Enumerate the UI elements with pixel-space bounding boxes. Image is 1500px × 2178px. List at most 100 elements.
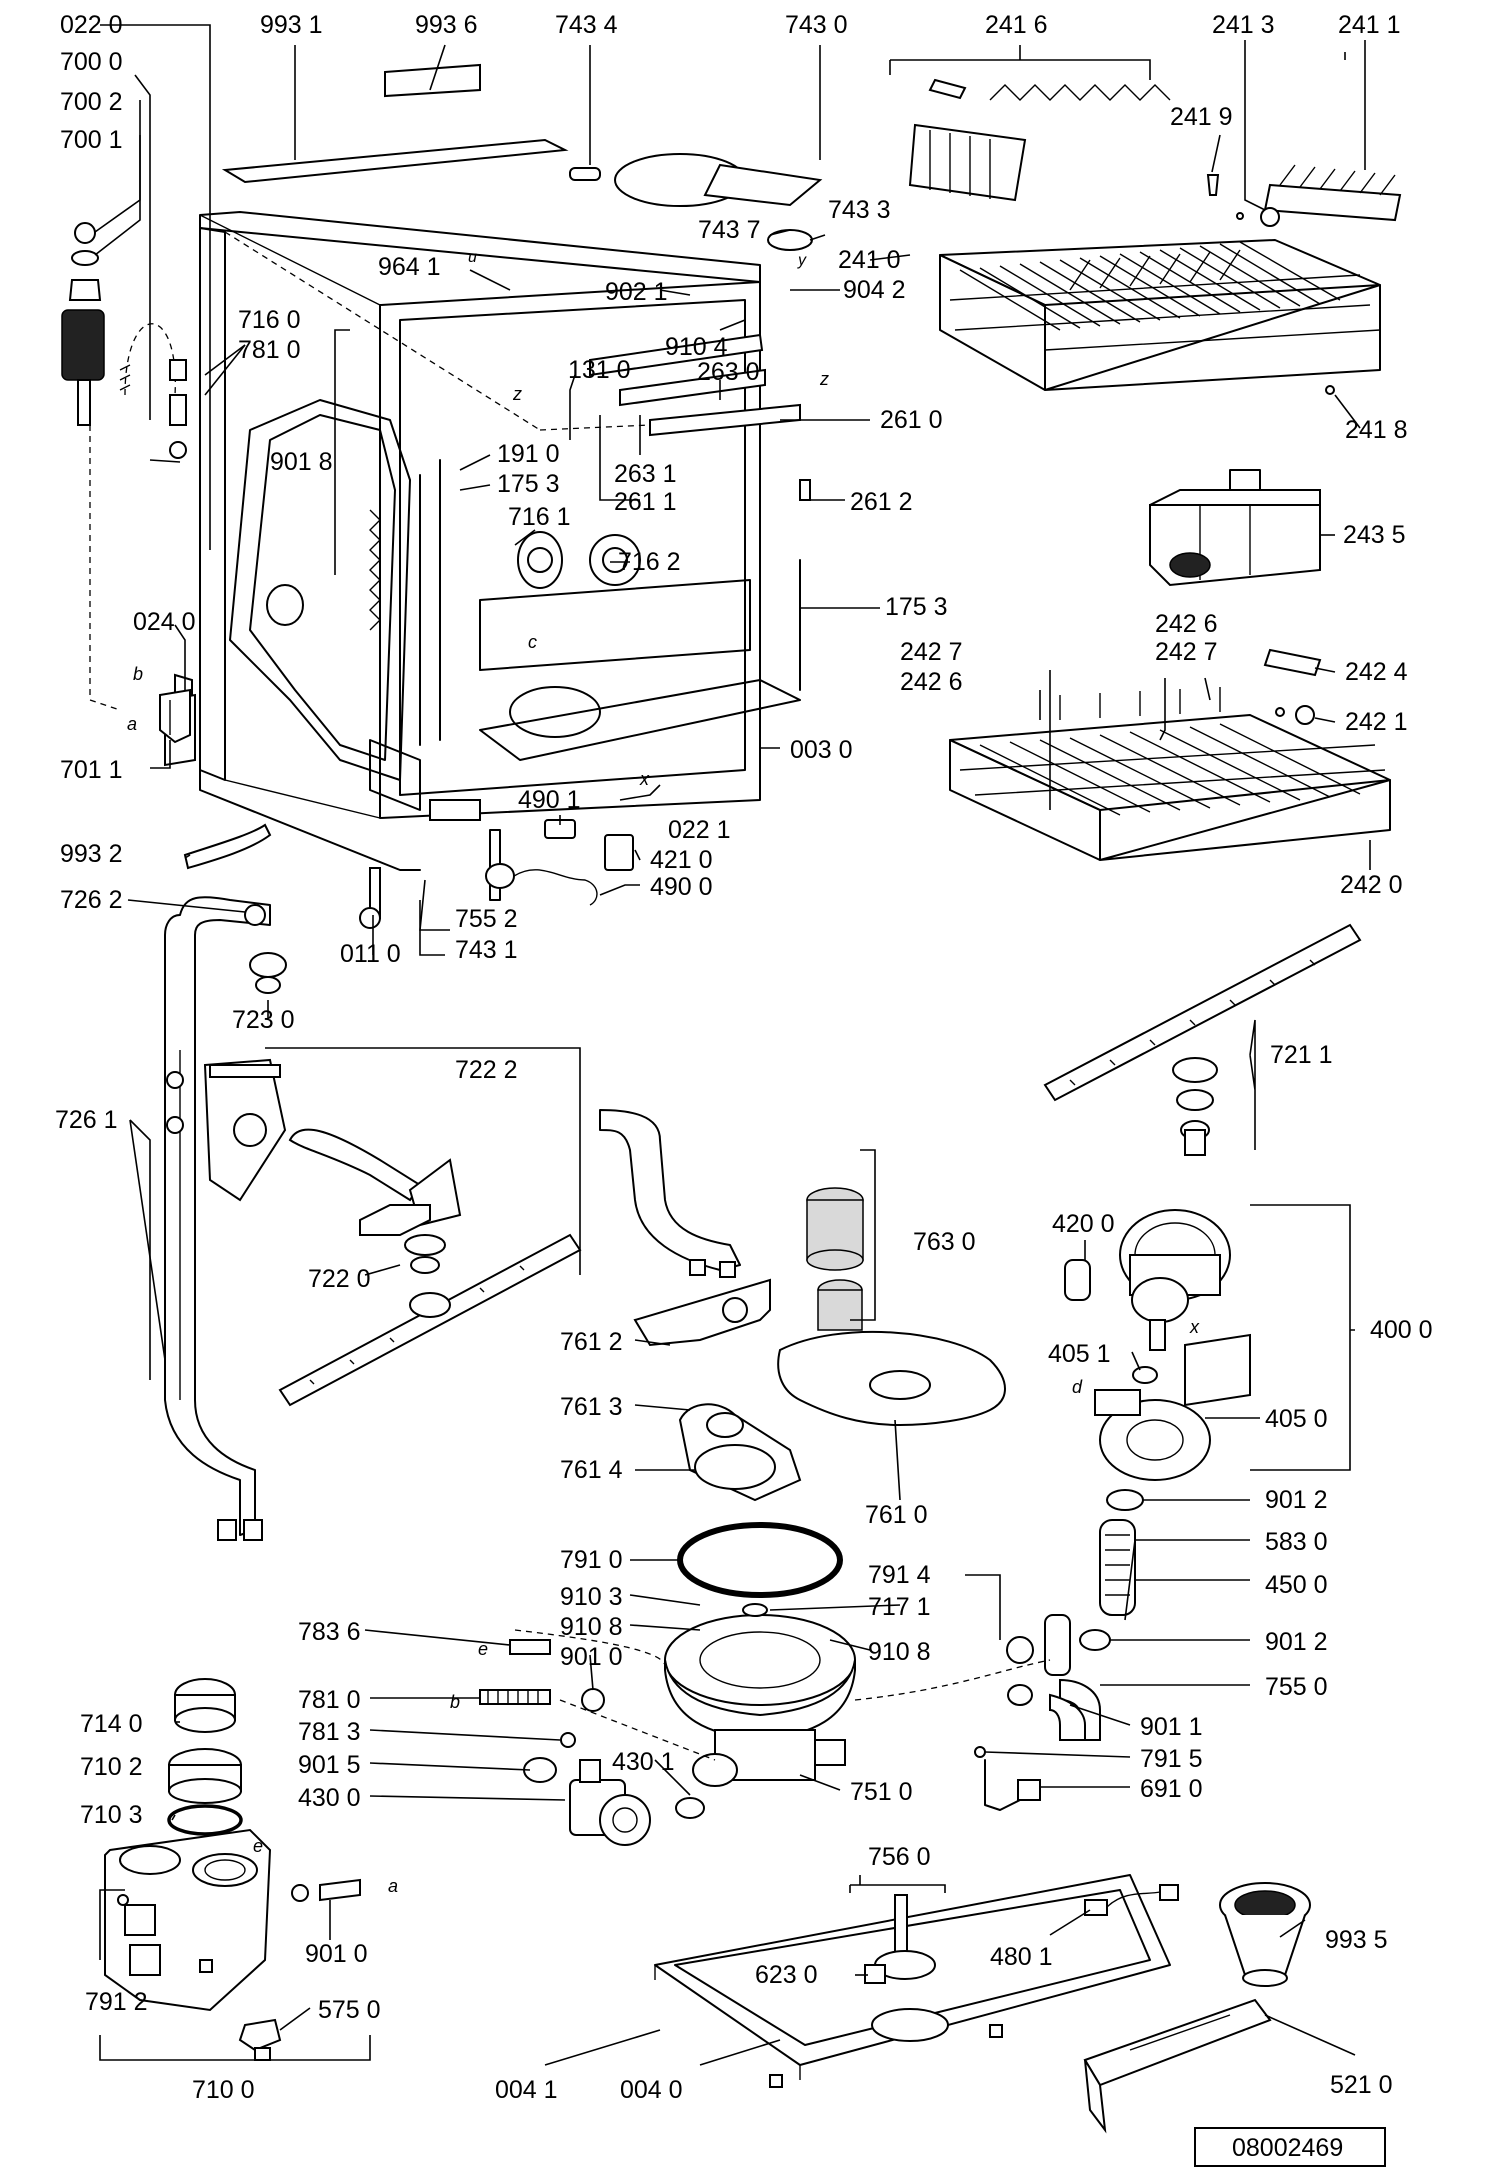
callout-700-2: 700 2	[60, 88, 123, 116]
letter-z: z	[512, 384, 522, 404]
callout-242-0: 242 0	[1340, 871, 1403, 899]
callout-710-3: 710 3	[80, 1801, 143, 1829]
upper-basket-accessories	[908, 78, 1402, 395]
callout-175-3-left: 175 3	[497, 470, 560, 498]
callout-575-0: 575 0	[318, 1996, 381, 2024]
callout-430-0: 430 0	[298, 1784, 361, 1812]
tub-accessories	[164, 673, 501, 929]
callout-723-0: 723 0	[232, 1006, 295, 1034]
spray-arm-supply-pipe	[164, 896, 271, 1541]
callout-400-0: 400 0	[1370, 1316, 1433, 1344]
temperature-sensor	[974, 1746, 1041, 1811]
sump-housing	[664, 1603, 856, 1819]
callout-420-0: 420 0	[1052, 1210, 1115, 1238]
salt-funnel	[1219, 1882, 1311, 1987]
callout-993-2: 993 2	[60, 840, 123, 868]
float-switch-assembly	[485, 819, 634, 906]
callout-751-0: 751 0	[850, 1778, 913, 1806]
connection-reference-letters: a b c x z z y u d x e b e a	[127, 249, 1200, 1896]
callout-004-1: 004 1	[495, 2076, 558, 2104]
wiring-harness	[1084, 1884, 1179, 1916]
callout-964-1: 964 1	[378, 253, 441, 281]
callout-521-0: 521 0	[1330, 2071, 1393, 2099]
callout-261-0: 261 0	[880, 406, 943, 434]
part-number-labels: 022 0 700 0 700 2 700 1 993 1 993 6 743 …	[55, 11, 1433, 2104]
callout-901-1: 901 1	[1140, 1713, 1203, 1741]
callout-721-1: 721 1	[1270, 1041, 1333, 1069]
dishwasher-tub-frame	[199, 211, 811, 871]
callout-763-0: 763 0	[913, 1228, 976, 1256]
callout-024-0: 024 0	[133, 608, 196, 636]
softener-connection-parts	[238, 1878, 361, 2061]
callout-022-0: 022 0	[60, 11, 123, 39]
callout-241-0: 241 0	[838, 246, 901, 274]
callout-242-4: 242 4	[1345, 658, 1408, 686]
letter-e-softener: e	[253, 1836, 263, 1856]
callout-781-0-lower: 781 0	[298, 1686, 361, 1714]
callout-480-1: 480 1	[990, 1943, 1053, 1971]
callout-791-2: 791 2	[85, 1988, 148, 2016]
callout-722-0: 722 0	[308, 1265, 371, 1293]
letter-u: u	[468, 249, 477, 266]
callout-716-1: 716 1	[508, 503, 571, 531]
callout-241-8: 241 8	[1345, 416, 1408, 444]
callout-004-0: 004 0	[620, 2076, 683, 2104]
callout-726-1: 726 1	[55, 1106, 118, 1134]
callout-756-0: 756 0	[868, 1843, 931, 1871]
salt-container-lid	[569, 153, 823, 251]
callout-993-6: 993 6	[415, 11, 478, 39]
callout-761-2: 761 2	[560, 1328, 623, 1356]
callout-755-0: 755 0	[1265, 1673, 1328, 1701]
callout-904-2: 904 2	[843, 276, 906, 304]
callout-131-0: 131 0	[568, 356, 631, 384]
callout-490-1: 490 1	[518, 786, 581, 814]
top-insulation-strip	[221, 63, 569, 184]
reference-number: 08002469	[1232, 2134, 1343, 2162]
pipe-connector-parts	[244, 904, 287, 994]
letter-b-hose: b	[450, 1692, 460, 1712]
callout-175-3-right: 175 3	[885, 593, 948, 621]
callout-011-0: 011 0	[340, 940, 401, 968]
callout-743-3: 743 3	[828, 196, 891, 224]
callout-781-0-upper: 781 0	[238, 336, 301, 364]
callout-910-3: 910 3	[560, 1583, 623, 1611]
callout-490-0: 490 0	[650, 873, 713, 901]
callout-710-2: 710 2	[80, 1753, 143, 1781]
upper-basket	[939, 239, 1381, 391]
callout-717-1: 717 1	[868, 1593, 931, 1621]
callout-242-1: 242 1	[1345, 708, 1408, 736]
letter-e: e	[478, 1639, 488, 1659]
callout-901-5: 901 5	[298, 1751, 361, 1779]
lower-spray-arm-assembly	[203, 1058, 582, 1407]
callout-405-0: 405 0	[1265, 1405, 1328, 1433]
callout-241-6: 241 6	[985, 11, 1048, 39]
upper-spray-arm	[1043, 923, 1362, 1156]
callout-242-7-left: 242 7	[900, 638, 963, 666]
callout-761-0: 761 0	[865, 1501, 928, 1529]
callout-743-1: 743 1	[455, 936, 518, 964]
callout-761-4: 761 4	[560, 1456, 623, 1484]
callout-691-0: 691 0	[1140, 1775, 1203, 1803]
float-assembly	[864, 1894, 949, 2042]
callout-583-0: 583 0	[1265, 1528, 1328, 1556]
callout-901-2-upper: 901 2	[1265, 1486, 1328, 1514]
letter-d: d	[1072, 1377, 1083, 1397]
callout-901-0-left: 901 0	[305, 1940, 368, 1968]
document-reference: 08002469	[1194, 2127, 1386, 2167]
callout-902-1: 902 1	[605, 278, 668, 306]
callout-263-0: 263 0	[697, 358, 760, 386]
letter-a-softener: a	[388, 1876, 398, 1896]
callout-743-0: 743 0	[785, 11, 848, 39]
leader-lines	[94, 24, 1371, 2066]
callout-716-0: 716 0	[238, 306, 301, 334]
callout-242-7-right: 242 7	[1155, 638, 1218, 666]
letter-x-motor: x	[1189, 1317, 1200, 1337]
letter-b: b	[133, 664, 143, 684]
callout-993-1: 993 1	[260, 11, 323, 39]
callout-901-8-upper: 901 8	[270, 448, 333, 476]
letter-y: y	[797, 252, 807, 269]
callout-791-5: 791 5	[1140, 1745, 1203, 1773]
callout-241-3: 241 3	[1212, 11, 1275, 39]
callout-910-4: 910 4	[665, 333, 728, 361]
